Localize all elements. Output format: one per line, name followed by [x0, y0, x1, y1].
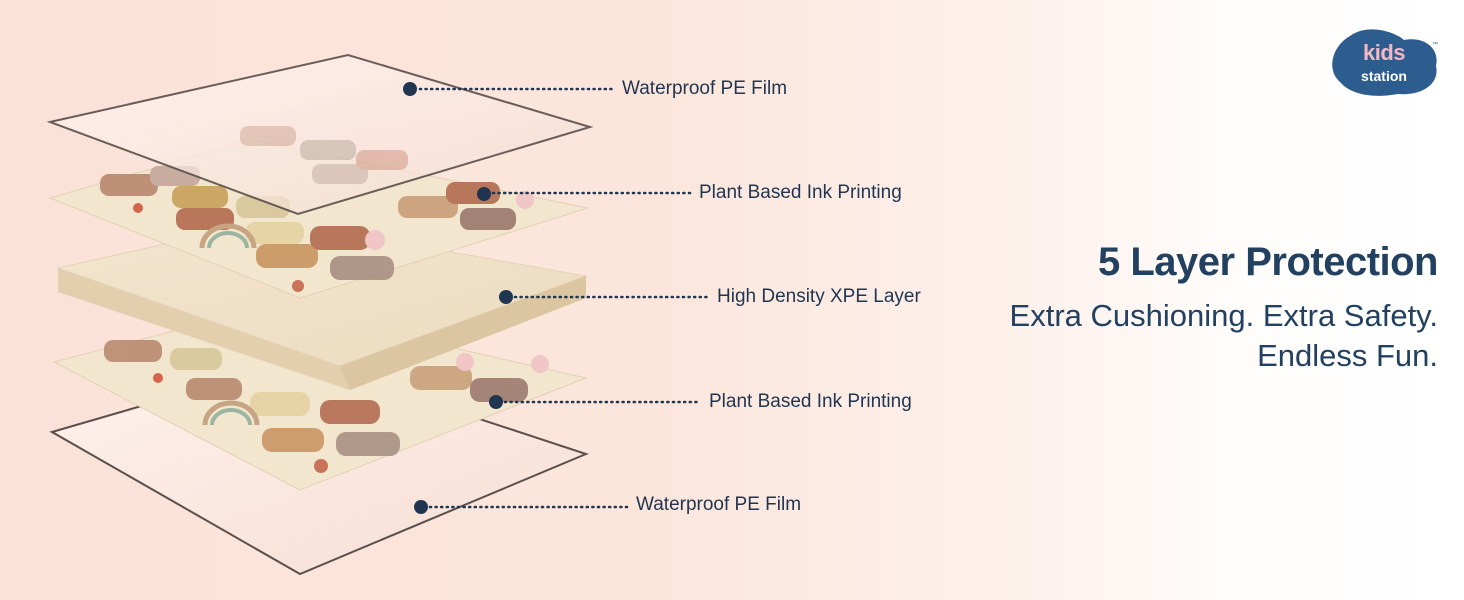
logo-wordmark-bottom: station [1361, 68, 1407, 84]
layer-label-5: Waterproof PE Film [636, 494, 802, 515]
callout-leaders [418, 87, 710, 509]
callout-dots [403, 82, 513, 514]
callout-dot-4 [489, 395, 503, 409]
callout-dot-2 [477, 187, 491, 201]
kids-station-logo: kids station [1332, 28, 1436, 96]
layer-label-2: Plant Based Ink Printing [699, 182, 902, 203]
logo-wordmark-top: kids [1362, 40, 1406, 65]
headline-subtitle-line1: Extra Cushioning. Extra Safety. [1009, 298, 1438, 333]
xpe-foam-layer [56, 219, 588, 390]
lower-ink-print-layer [52, 305, 588, 491]
logo-badge-shape [1332, 29, 1437, 96]
callout-dot-1 [403, 82, 417, 96]
top-pe-film [46, 53, 594, 216]
layer-label-3: High Density XPE Layer [717, 286, 921, 307]
layer-label-1: Waterproof PE Film [622, 78, 788, 99]
headline-subtitle-line2: Endless Fun. [1257, 338, 1438, 373]
headline-title: 5 Layer Protection [1097, 240, 1439, 284]
callout-dot-5 [414, 500, 428, 514]
trademark-mark: ™ [1432, 42, 1438, 48]
callout-dot-3 [499, 290, 513, 304]
layer-label-4: Plant Based Ink Printing [709, 391, 912, 412]
